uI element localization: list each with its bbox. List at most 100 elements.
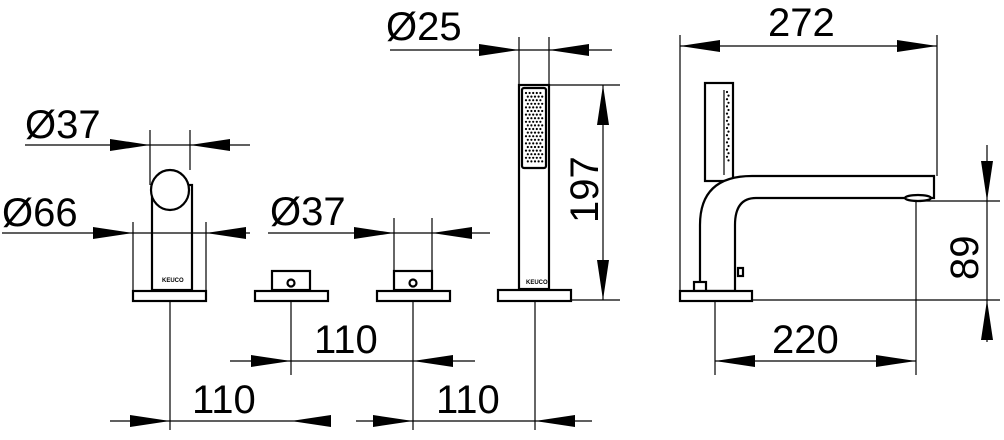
spray-hole: [541, 124, 544, 127]
dim-label-272: 272: [768, 1, 835, 45]
spray-hole: [533, 145, 537, 149]
arrowhead-icon: [93, 227, 133, 239]
spray-hole: [528, 99, 531, 102]
spray-hole: [526, 102, 529, 105]
spray-hole: [524, 135, 528, 138]
spray-hole: [541, 153, 544, 156]
spray-hole: [537, 138, 540, 141]
spray-hole: [528, 149, 531, 152]
spray-hole: [532, 106, 535, 109]
spray-hole: [524, 127, 528, 131]
arrowhead-icon: [130, 415, 170, 427]
side-extension-lines: [679, 35, 1000, 375]
spray-hole: [524, 120, 528, 123]
arrowhead-icon: [479, 44, 519, 56]
spray-hole: [526, 153, 529, 156]
shower-base-plate: [496, 288, 573, 303]
dim-label-d66: Ø66: [2, 191, 78, 235]
spray-hole: [532, 149, 535, 152]
spray-hole: [532, 120, 535, 123]
dim-d37-mid: Ø37: [268, 190, 490, 239]
spray-hole: [537, 109, 540, 113]
spray-hole: [535, 135, 538, 138]
shower-spray-face: [520, 86, 548, 170]
spray-hole: [725, 155, 729, 158]
spray-hole: [530, 102, 533, 105]
mixer-body: KEUCO: [149, 168, 194, 292]
spray-hole: [524, 91, 528, 95]
spray-hole: [535, 99, 538, 102]
dim-d66: Ø66: [2, 191, 250, 239]
spray-hole: [541, 109, 544, 113]
spray-hole: [526, 138, 529, 141]
spray-hole: [535, 142, 538, 145]
dim-197: 197: [563, 85, 609, 300]
spray-hole: [539, 91, 542, 95]
spray-hole: [526, 117, 529, 120]
valve-left: [253, 269, 330, 303]
spray-hole: [530, 145, 533, 149]
arrowhead-icon: [680, 40, 720, 52]
arrowhead-icon: [354, 227, 394, 239]
spray-hole: [530, 117, 533, 120]
spray-hole: [541, 102, 544, 105]
spray-hole: [725, 112, 729, 115]
spray-hole: [528, 127, 531, 131]
arrowhead-icon: [535, 415, 575, 427]
spray-hole: [533, 153, 537, 156]
arrowhead-icon: [373, 415, 413, 427]
spray-hole: [526, 124, 529, 127]
arrowhead-icon: [597, 85, 609, 125]
spray-hole: [727, 137, 730, 140]
spray-hole: [528, 156, 531, 159]
dim-d25: Ø25: [386, 5, 612, 56]
mixer-logo: KEUCO: [162, 278, 184, 284]
spout-collar: [692, 280, 708, 293]
spray-hole: [530, 95, 533, 98]
spray-hole: [539, 149, 542, 152]
spray-hole: [535, 156, 538, 159]
spray-hole: [533, 95, 537, 98]
spray-hole: [539, 156, 542, 159]
spray-hole: [528, 142, 531, 145]
spray-hole: [524, 156, 528, 159]
dim-label-110-left: 110: [192, 378, 256, 422]
spray-hole: [530, 160, 533, 163]
spray-hole: [541, 117, 544, 120]
spray-hole: [537, 117, 540, 120]
spray-hole: [535, 113, 538, 116]
spray-hole: [727, 123, 730, 126]
spray-hole: [727, 94, 730, 97]
spout-outlet: [903, 193, 933, 203]
dim-label-d25: Ø25: [386, 5, 462, 49]
spray-hole: [539, 142, 542, 145]
dim-89: 89: [943, 145, 993, 342]
arrowhead-icon: [981, 161, 993, 201]
dim-label-d37-left: Ø37: [25, 103, 101, 147]
spray-hole: [528, 106, 531, 109]
spray-hole: [530, 131, 533, 134]
side-view-base-plate: [678, 289, 754, 303]
dim-220: 220: [715, 318, 916, 367]
spray-hole: [541, 131, 544, 134]
spray-hole: [535, 106, 538, 109]
spray-hole: [725, 134, 729, 137]
spray-hole: [539, 120, 542, 123]
spray-hole: [539, 99, 542, 102]
spray-hole: [526, 131, 529, 134]
spray-hole: [532, 135, 535, 138]
spray-hole: [526, 145, 529, 149]
arrowhead-icon: [981, 300, 993, 340]
spray-hole: [539, 127, 542, 131]
side-spray-holes: [725, 90, 730, 162]
spray-hole: [727, 116, 730, 119]
dim-label-d37-mid: Ø37: [270, 190, 346, 234]
spray-hole: [526, 160, 529, 163]
spray-hole: [528, 91, 531, 95]
spray-hole: [537, 95, 540, 98]
arrowhead-icon: [876, 355, 916, 367]
spray-hole: [532, 156, 535, 159]
spray-hole: [533, 160, 537, 163]
hand-shower: KEUCO: [517, 83, 551, 291]
